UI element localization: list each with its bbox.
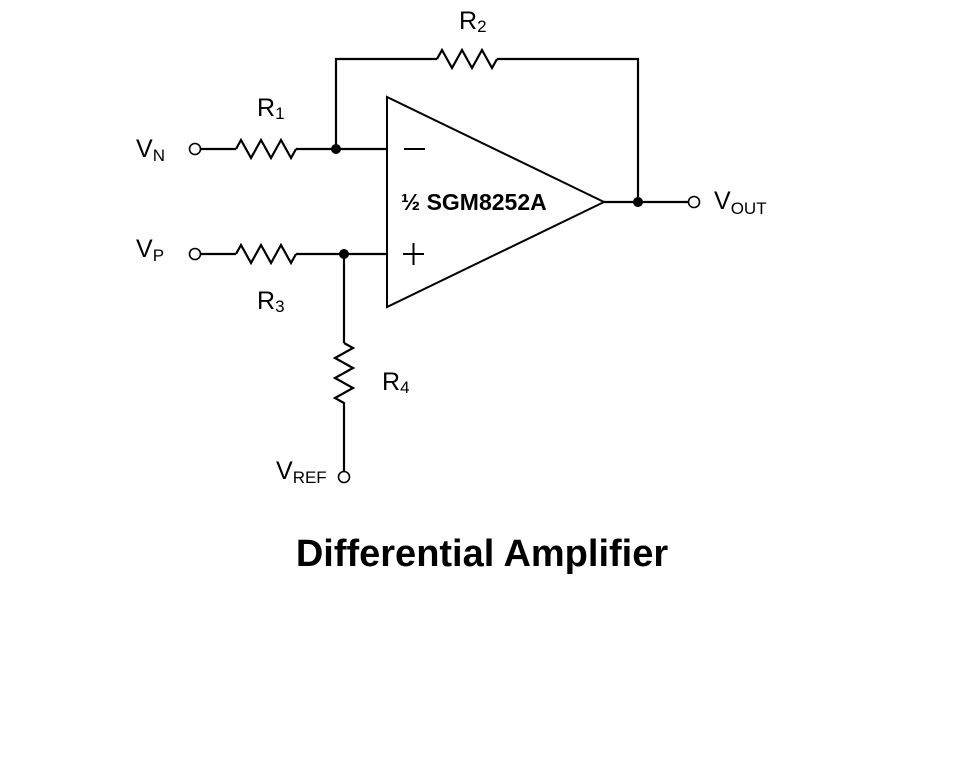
resistor-r3 (235, 242, 297, 266)
terminal-vp (188, 247, 202, 261)
feedback-wire (334, 57, 437, 149)
diagram-title: Differential Amplifier (296, 533, 669, 575)
label-vref: VREF (276, 457, 327, 487)
terminal-vn (188, 142, 202, 156)
junction-output (633, 197, 643, 207)
terminal-vref (337, 470, 351, 484)
feedback-wire-right (497, 57, 640, 202)
resistor-r1 (235, 137, 297, 161)
junction-inverting (331, 144, 341, 154)
label-vp: VP (136, 235, 164, 265)
label-r1: R1 (257, 94, 285, 123)
resistor-r2 (436, 47, 498, 71)
label-r2: R2 (459, 7, 487, 36)
opamp-triangle (386, 95, 607, 309)
label-r4: R4 (382, 368, 410, 397)
opamp-part-label: ½ SGM8252A (401, 189, 547, 215)
label-vout: VOUT (714, 187, 767, 218)
resistor-r4 (332, 342, 356, 406)
label-r3: R3 (257, 287, 285, 316)
label-vn: VN (136, 135, 165, 165)
terminal-vout (687, 195, 701, 209)
